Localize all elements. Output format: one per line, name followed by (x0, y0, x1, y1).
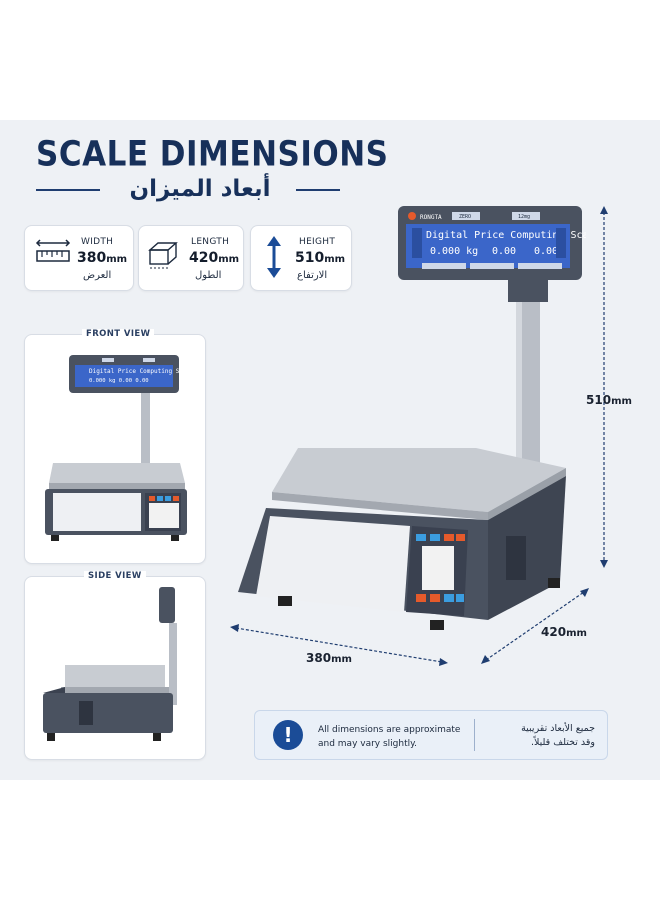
spec-label: HEIGHT (299, 237, 336, 247)
spec-card-height: HEIGHT 510mm الارتفاع (250, 225, 352, 291)
note-ar-line1: جميع الأبعاد تقريبية (521, 723, 595, 734)
note-text-arabic: جميع الأبعاد تقريبية وقد تختلف قليلاً. (479, 722, 595, 750)
main-scale-illustration: RONGTA ZERO 12mg Digital Price Computing… (238, 206, 586, 630)
page-subtitle-arabic: أبعاد الميزان (129, 176, 271, 202)
disclaimer-note: ! All dimensions are approximate and may… (254, 710, 608, 760)
spec-card-width: WIDTH 380mm العرض (24, 225, 134, 291)
subtitle-line-left (36, 189, 100, 191)
note-ar-line2: وقد تختلف قليلاً. (530, 737, 595, 748)
spec-card-length: LENGTH 420mm الطول (138, 225, 244, 291)
svg-text:12mg: 12mg (518, 214, 530, 220)
box-icon (148, 242, 178, 269)
spec-value: 420mm (189, 250, 240, 266)
page-title: SCALE DIMENSIONS (36, 134, 389, 175)
ruler-icon (35, 239, 71, 262)
subtitle-line-right (296, 189, 340, 191)
svg-text:ZERO: ZERO (459, 214, 471, 220)
vertical-arrow-icon (267, 236, 281, 278)
note-text-english: All dimensions are approximate and may v… (318, 723, 460, 751)
side-view-illustration (43, 587, 177, 741)
svg-text:0.00: 0.00 (492, 246, 516, 257)
info-exclamation-icon: ! (273, 720, 303, 750)
spec-value: 380mm (77, 250, 128, 266)
spec-label: WIDTH (81, 237, 114, 247)
side-view-label: SIDE VIEW (84, 571, 146, 581)
svg-text:0.00: 0.00 (534, 246, 558, 257)
spec-label-arabic: العرض (83, 270, 112, 281)
length-dimension-label: 420mm (541, 625, 587, 639)
spec-label-arabic: الارتفاع (297, 270, 328, 281)
note-en-line1: All dimensions are approximate (318, 725, 461, 735)
front-view-illustration: Digital Price Computing Scale 0.000 kg 0… (45, 355, 194, 541)
front-view-label: FRONT VIEW (82, 329, 155, 339)
svg-text:Digital Price Computing Scale: Digital Price Computing Scale (89, 368, 194, 375)
width-dimension-label: 380mm (306, 651, 352, 665)
lcd-line1: Digital Price Computing Scale (426, 230, 586, 241)
spec-label: LENGTH (191, 237, 230, 247)
brand-text: RONGTA (420, 214, 442, 221)
height-dimension-label: 510mm (586, 393, 632, 407)
svg-text:0.000 kg 0.00 0.00: 0.000 kg 0.00 0.00 (89, 378, 149, 384)
note-divider (474, 719, 475, 751)
front-view-card: Digital Price Computing Scale 0.000 kg 0… (24, 334, 206, 564)
note-en-line2: and may vary slightly. (318, 739, 418, 749)
lcd-line2: 0.000 kg (430, 246, 478, 257)
spec-value: 510mm (295, 250, 346, 266)
spec-label-arabic: الطول (195, 270, 222, 281)
